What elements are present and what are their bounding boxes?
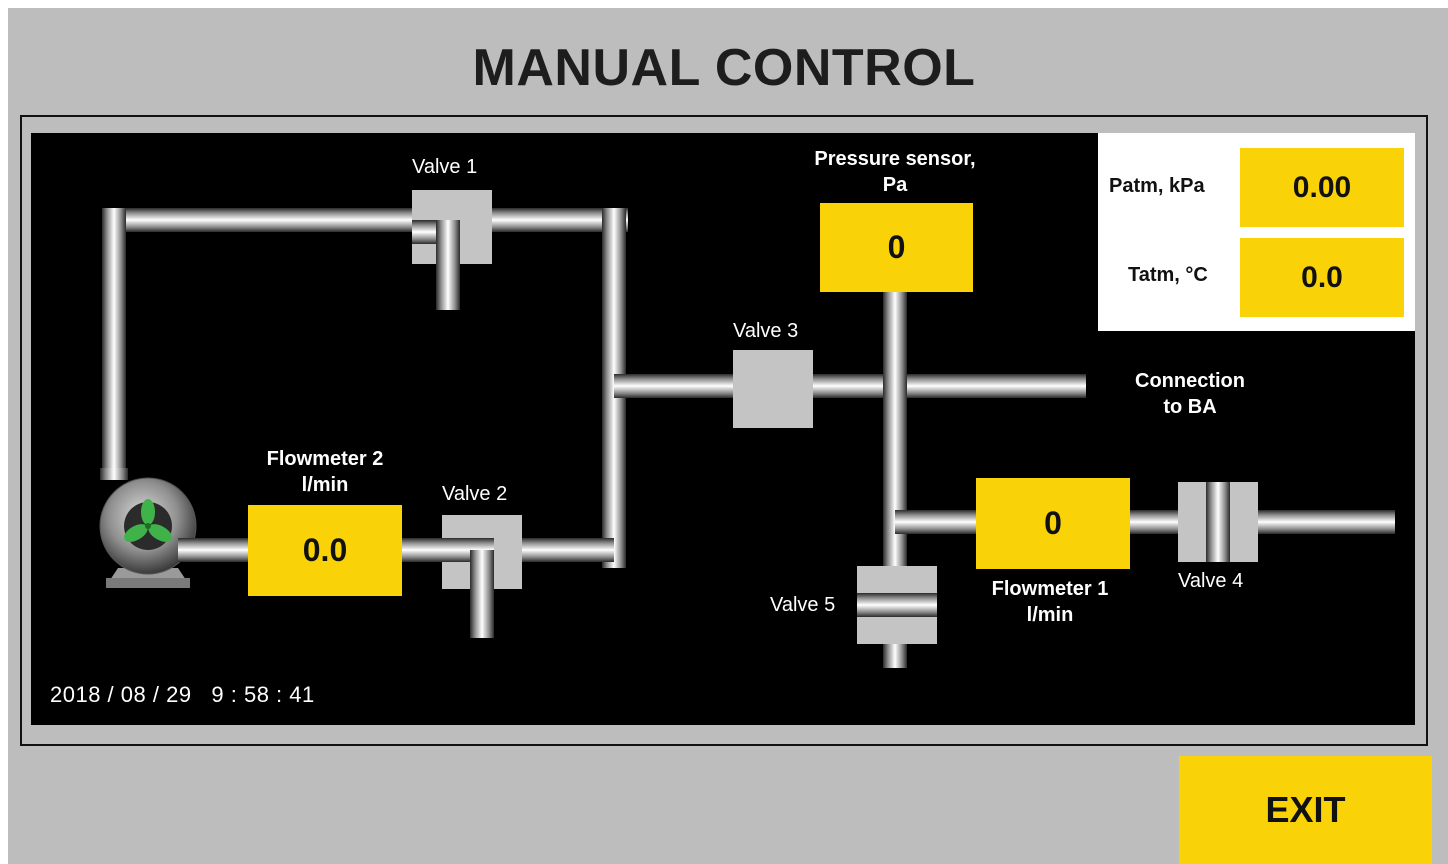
valve-4[interactable] xyxy=(1178,482,1258,562)
page-title: MANUAL CONTROL xyxy=(472,39,976,97)
flowmeter-1-label-line1: Flowmeter 1 xyxy=(991,578,1109,600)
flowmeter-2-label: Flowmeter 2 l/min xyxy=(230,446,420,498)
flowmeter-2-value: 0.0 xyxy=(248,505,402,596)
pipe-main-line xyxy=(614,374,1086,398)
flowmeter-1-label-line2: l/min xyxy=(1026,604,1074,626)
valve-2-label: Valve 2 xyxy=(442,483,508,505)
patm-value: 0.00 xyxy=(1240,148,1404,227)
valve-5[interactable] xyxy=(857,566,937,644)
valve-3-label: Valve 3 xyxy=(733,320,799,342)
flowmeter-1-value: 0 xyxy=(976,478,1130,569)
connection-label-line2: to BA xyxy=(1163,396,1217,418)
valve-3[interactable] xyxy=(733,350,813,428)
tatm-label: Tatm, °C xyxy=(1128,264,1208,286)
pressure-sensor-label-line1: Pressure sensor, xyxy=(814,148,976,170)
fan-icon xyxy=(124,499,172,542)
valve-1-label: Valve 1 xyxy=(412,156,478,178)
connection-to-ba-label: Connection to BA xyxy=(1105,368,1275,420)
patm-label: Patm, kPa xyxy=(1109,175,1205,197)
valve-5-label: Valve 5 xyxy=(770,594,836,616)
atmosphere-panel: Patm, kPa 0.00 Tatm, °C 0.0 xyxy=(1098,133,1415,331)
flowmeter-2-label-line1: Flowmeter 2 xyxy=(266,448,384,470)
exit-button[interactable]: EXIT xyxy=(1179,756,1432,864)
flowmeter-1-label: Flowmeter 1 l/min xyxy=(960,576,1140,628)
tatm-value: 0.0 xyxy=(1240,238,1404,317)
datetime-display: 2018 / 08 / 29 9 : 58 : 41 xyxy=(50,682,315,707)
pressure-sensor-value: 0 xyxy=(820,203,973,292)
pipe-branch-flowmeter1 xyxy=(895,510,1395,534)
flowmeter-2-label-line2: l/min xyxy=(301,474,349,496)
connection-label-line1: Connection xyxy=(1135,370,1245,392)
valve-1[interactable] xyxy=(412,190,492,264)
pressure-sensor-label: Pressure sensor, Pa xyxy=(790,146,1000,198)
valve-2[interactable] xyxy=(442,515,522,589)
diagram-frame xyxy=(20,115,1428,746)
pressure-sensor-label-line2: Pa xyxy=(882,174,908,196)
pump[interactable] xyxy=(99,468,212,588)
valve-4-label: Valve 4 xyxy=(1178,570,1244,592)
